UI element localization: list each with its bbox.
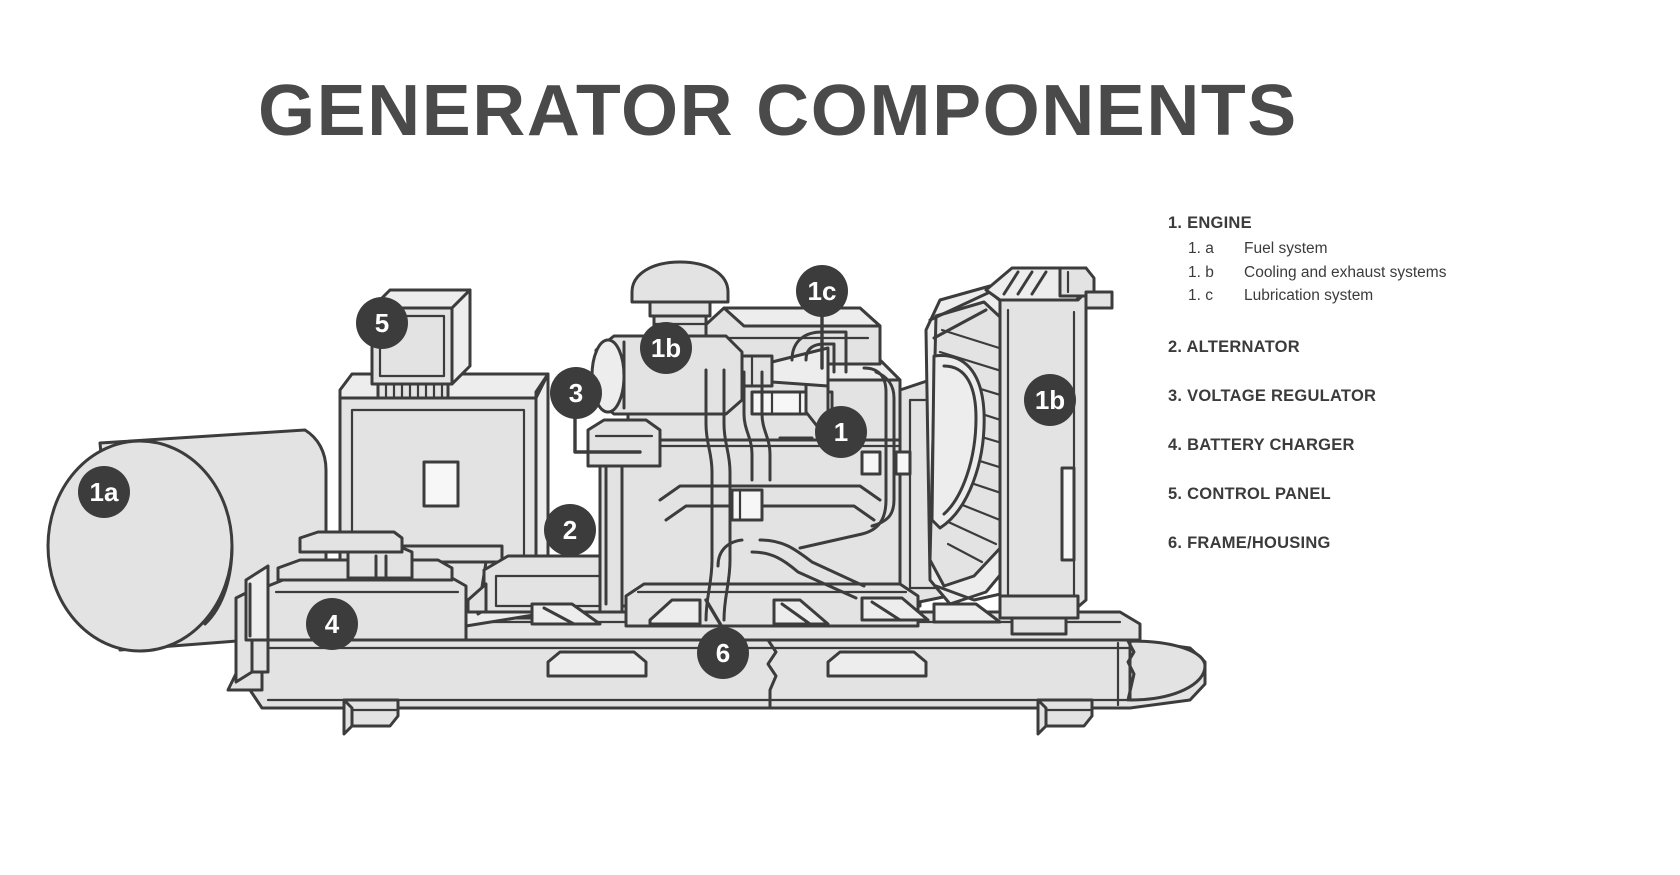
legend-subitem-1b[interactable]: 1. b Cooling and exhaust systems	[1188, 261, 1598, 285]
radiator-panel	[984, 266, 1114, 636]
callout-badge-1c-label: 1c	[807, 276, 837, 306]
radiator-fan	[924, 284, 1052, 606]
callout-badge-1b-radiator-label: 1b	[1034, 385, 1066, 415]
legend-subitem-1a[interactable]: 1. a Fuel system	[1188, 237, 1598, 261]
legend-item-3-voltage-regulator[interactable]: 3. VOLTAGE REGULATOR	[1168, 386, 1377, 405]
callout-badge-2-label: 2	[562, 515, 578, 545]
callout-badge-4[interactable]: 4	[306, 598, 358, 650]
engine-piping	[704, 330, 896, 622]
battery-charger	[244, 530, 562, 642]
callout-badge-2[interactable]: 2	[544, 504, 596, 556]
legend-item-4-battery-charger[interactable]: 4. BATTERY CHARGER	[1168, 435, 1355, 454]
callout-badge-5[interactable]: 5	[356, 297, 408, 349]
engine-mount-supports	[530, 596, 1002, 626]
legend-subitem-1a-number: 1. a	[1188, 240, 1214, 257]
callout-badge-1b-radiator[interactable]: 1b	[1024, 374, 1076, 426]
legend-subitem-1c[interactable]: 1. c Lubrication system	[1188, 284, 1598, 308]
legend-item-5-control-panel[interactable]: 5. CONTROL PANEL	[1168, 484, 1331, 503]
legend-item-1-engine[interactable]: 1. ENGINE	[1168, 214, 1252, 232]
legend-subitem-1c-label: Lubrication system	[1244, 287, 1374, 305]
callout-badge-3-label: 3	[568, 378, 584, 408]
callout-badge-1c[interactable]: 1c	[796, 265, 848, 317]
alternator-pedestal	[466, 554, 640, 614]
callout-badge-6-label: 6	[715, 638, 731, 668]
air-cleaner	[590, 260, 830, 416]
callout-badge-1b-air-cleaner[interactable]: 1b	[640, 322, 692, 374]
page-title: GENERATOR COMPONENTS	[258, 71, 1298, 151]
legend-item-2-alternator[interactable]: 2. ALTERNATOR	[1168, 337, 1300, 356]
callout-badge-5-label: 5	[374, 308, 390, 338]
callout-badge-4-label: 4	[324, 609, 340, 639]
legend-subitem-1b-label: Cooling and exhaust systems	[1244, 263, 1447, 281]
callout-badge-3[interactable]: 3	[550, 367, 602, 419]
legend-item-6-frame-housing[interactable]: 6. FRAME/HOUSING	[1168, 533, 1331, 552]
legend-subitems-engine: 1. a Fuel system 1. b Cooling and exhaust …	[1168, 237, 1598, 308]
component-legend: 1. ENGINE 1. a Fuel system 1. b Cooling an…	[1168, 214, 1598, 553]
callout-badge-1a[interactable]: 1a	[78, 466, 130, 518]
callout-badge-1a-label: 1a	[89, 477, 119, 507]
legend-subitem-1c-number: 1. c	[1188, 287, 1213, 305]
callout-badge-1b-air-cleaner-label: 1b	[650, 333, 682, 363]
voltage-regulator	[586, 418, 662, 468]
alternator-housing	[328, 372, 550, 630]
callout-badge-1-label: 1	[833, 417, 849, 447]
fuel-tank-cylinder	[46, 428, 328, 684]
callout-leader-lines	[573, 289, 824, 629]
callout-badge-6[interactable]: 6	[697, 627, 749, 679]
legend-subitem-1a-label: Fuel system	[1244, 240, 1328, 257]
legend-subitem-1b-number: 1. b	[1188, 263, 1214, 281]
callout-badge-1[interactable]: 1	[815, 406, 867, 458]
